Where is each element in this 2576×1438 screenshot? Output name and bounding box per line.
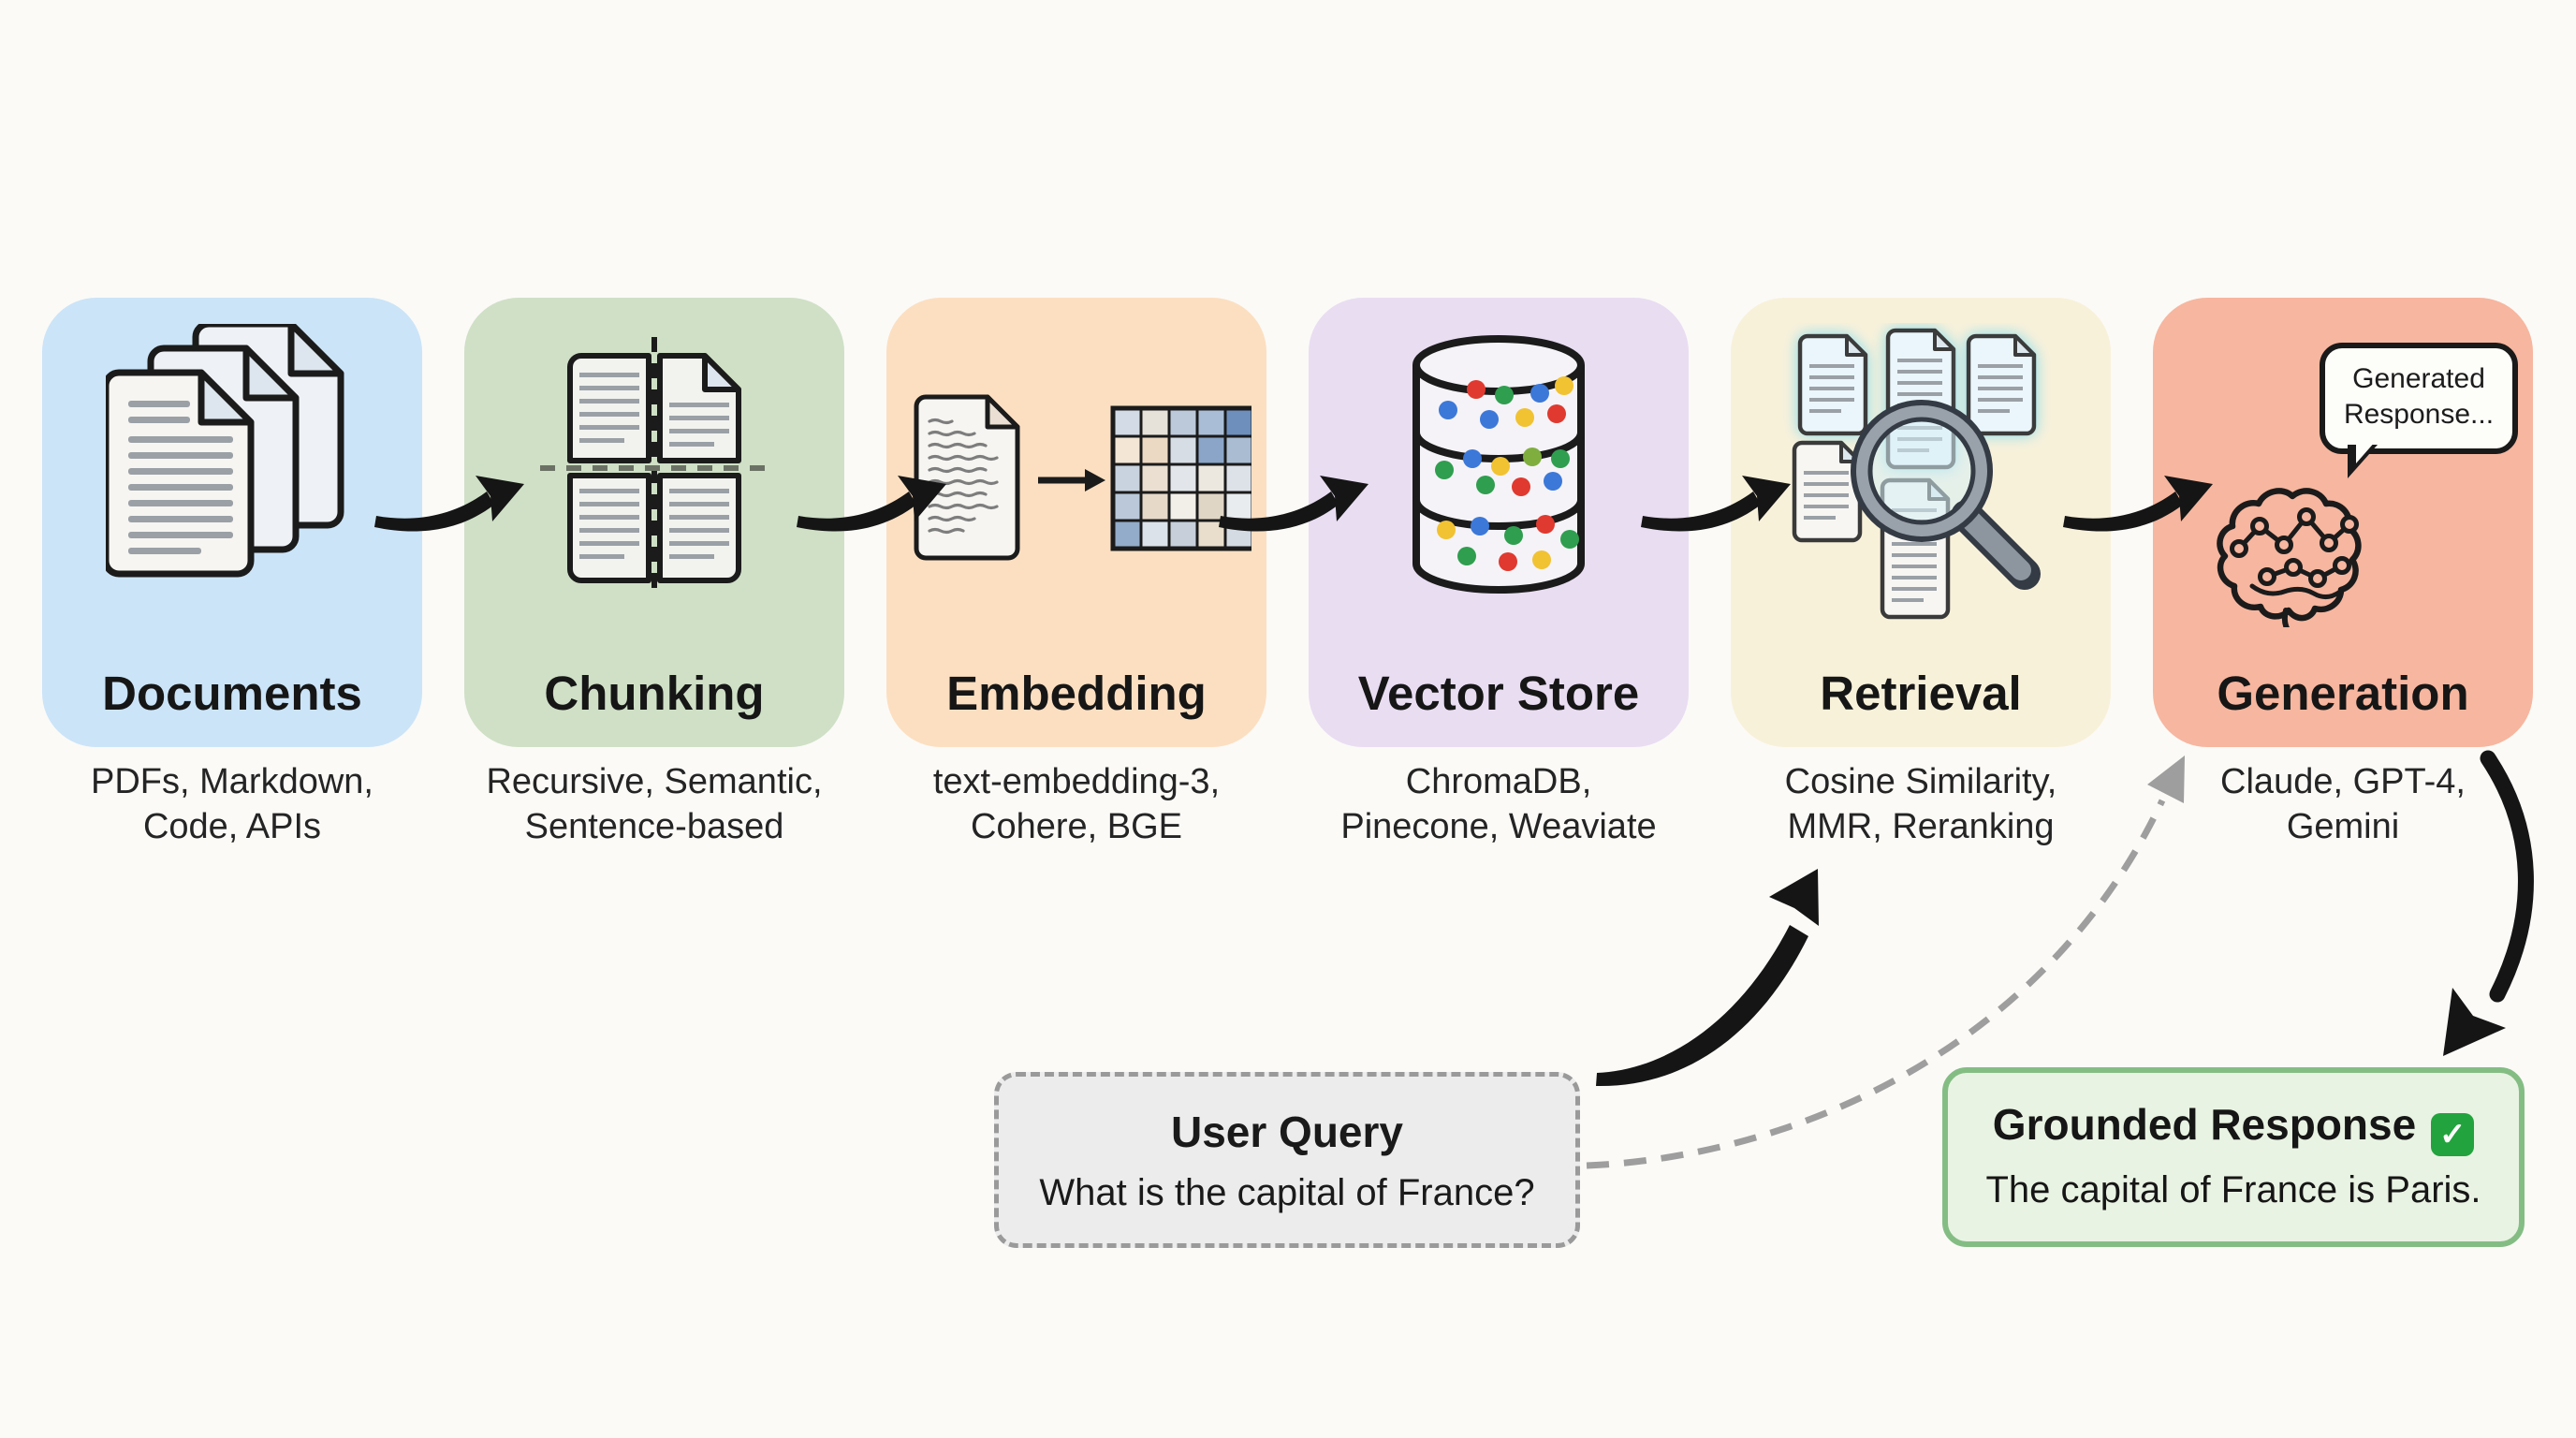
stage-box-vector-store: Vector Store <box>1309 298 1689 747</box>
caption-line: Pinecone, Weaviate <box>1340 806 1657 846</box>
database-icon <box>1399 328 1598 613</box>
query-to-generation-dashed-arrow-icon <box>1586 756 2185 1169</box>
grounded-response-text: The capital of France is Paris. <box>1985 1169 2481 1211</box>
caption-line: MMR, Reranking <box>1787 806 2055 846</box>
stage-title-embedding: Embedding <box>946 667 1207 720</box>
flow-arrow-icon <box>374 476 524 532</box>
brain-circuit-icon <box>2200 449 2378 638</box>
caption-line: text-embedding-3, <box>932 762 1221 801</box>
stage-title-documents: Documents <box>102 667 362 720</box>
generated-response-bubble: Generated Response... <box>2320 343 2518 478</box>
grounded-response-title: Grounded Response ✓ <box>1948 1099 2519 1156</box>
caption-line: Cohere, BGE <box>971 806 1182 846</box>
caption-line: Code, APIs <box>142 806 322 846</box>
check-badge-icon: ✓ <box>2431 1113 2475 1156</box>
stage-caption-chunking: Recursive, Semantic, Sentence-based <box>464 760 844 850</box>
flow-arrow-icon <box>797 476 946 532</box>
stage-box-retrieval: Retrieval <box>1731 298 2111 747</box>
flow-arrow-icon <box>1219 476 1368 532</box>
caption-line: PDFs, Markdown, <box>91 762 373 801</box>
stage-caption-vector-store: ChromaDB, Pinecone, Weaviate <box>1309 760 1689 850</box>
query-to-retrieval-arrow-icon <box>1596 869 1819 1087</box>
generated-response-bubble-text: Generated Response... <box>2343 363 2495 431</box>
generation-to-grounded-arrow-icon <box>2443 750 2534 1056</box>
user-query-text: What is the capital of France? <box>1039 1172 1535 1213</box>
flow-arrow-icon <box>1641 476 1791 532</box>
caption-line: ChromaDB, <box>1405 762 1592 801</box>
flow-arrow-icon <box>2063 476 2213 532</box>
stage-title-chunking: Chunking <box>544 667 765 720</box>
grounded-response-box: Grounded Response ✓ The capital of France… <box>1942 1067 2525 1247</box>
documents-stack-icon <box>102 320 359 600</box>
caption-line: Gemini <box>2286 806 2400 846</box>
stage-box-chunking: Chunking <box>464 298 844 747</box>
text-to-matrix-icon <box>905 391 1256 574</box>
stage-caption-embedding: text-embedding-3, Cohere, BGE <box>886 760 1266 850</box>
caption-line: Recursive, Semantic, <box>486 762 823 801</box>
stage-title-retrieval: Retrieval <box>1820 667 2022 720</box>
caption-line: Sentence-based <box>524 806 784 846</box>
stage-caption-retrieval: Cosine Similarity, MMR, Reranking <box>1731 760 2111 850</box>
user-query-title: User Query <box>1170 1108 1403 1156</box>
user-query-box: User Query What is the capital of France… <box>994 1072 1580 1248</box>
stage-caption-documents: PDFs, Markdown, Code, APIs <box>42 760 422 850</box>
caption-line: Cosine Similarity, <box>1784 762 2057 801</box>
chunked-document-icon <box>523 328 785 613</box>
stage-title-generation: Generation <box>2217 667 2469 720</box>
stage-caption-generation: Claude, GPT-4, Gemini <box>2153 760 2533 850</box>
grounded-response-title-text: Grounded Response <box>1992 1100 2417 1149</box>
caption-line: Claude, GPT-4, <box>2220 762 2466 801</box>
magnifier-documents-icon <box>1774 323 2069 627</box>
stage-box-documents: Documents <box>42 298 422 747</box>
stage-title-vector-store: Vector Store <box>1357 667 1640 720</box>
